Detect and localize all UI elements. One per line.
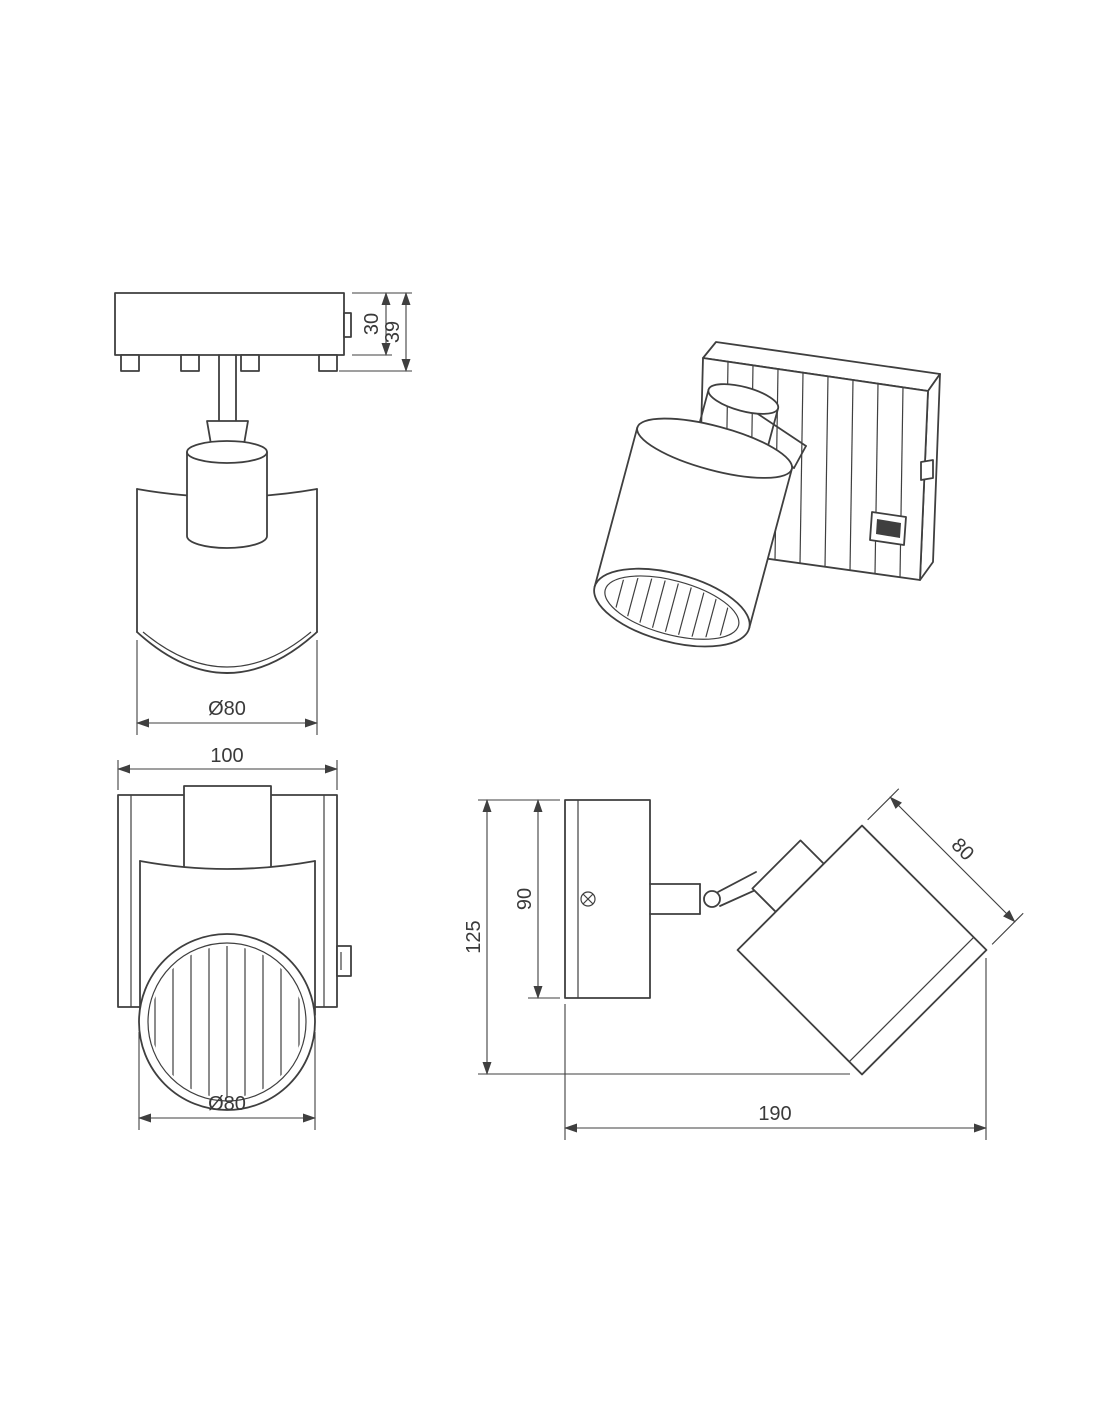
view-front-wall: 100 [117,745,352,1130]
dim-label-125: 125 [463,920,485,953]
spot-head-perspective [593,383,793,649]
side-switch-front [336,945,352,977]
dim-plate-height-90: 90 [514,799,560,999]
shade-rim-line [848,936,975,1063]
dim-label-80: 80 [947,834,978,865]
dim-overall-height-125: 125 [463,799,850,1075]
dim-total-mount-39: 39 [339,292,412,372]
pivot-joint [703,890,721,908]
dim-label-100: 100 [210,745,243,767]
shade-opening-inner [604,575,740,640]
dim-label-30: 30 [361,313,383,335]
shade-body-side [736,824,988,1076]
view-perspective [593,341,941,649]
dim-plate-width-100: 100 [117,745,338,790]
view-front-ceiling: 30 39 Ø80 [114,292,412,735]
side-switch-notch [920,459,934,481]
usb-slot [869,511,907,546]
dim-shade-diameter-top: Ø80 [136,640,318,735]
arm-side [649,871,761,915]
dim-label-190: 190 [758,1103,791,1125]
dim-label-90: 90 [514,888,536,910]
shade-front-wall [138,860,316,1111]
dim-label-d80-bottom: Ø80 [208,1093,246,1115]
opening-ring-inner [147,942,307,1102]
screw-detail [580,891,596,907]
spot-head-side: 80 [736,788,1024,1076]
shade-cylinder [136,440,318,674]
dim-label-d80-top: Ø80 [208,698,246,720]
socket-body [186,451,268,549]
mount-plate [114,292,352,372]
pivot-cap [183,785,272,881]
wall-plate-side [564,799,651,999]
socket-top-perspective [707,383,780,415]
view-side-wall: 80 90 125 190 [463,788,1024,1140]
socket-top-rim [186,440,268,464]
dim-overall-depth-190: 190 [564,958,987,1140]
dim-shade-diameter-bottom: Ø80 [138,1032,316,1130]
dim-label-39: 39 [382,321,404,343]
switch-nub [343,312,352,338]
